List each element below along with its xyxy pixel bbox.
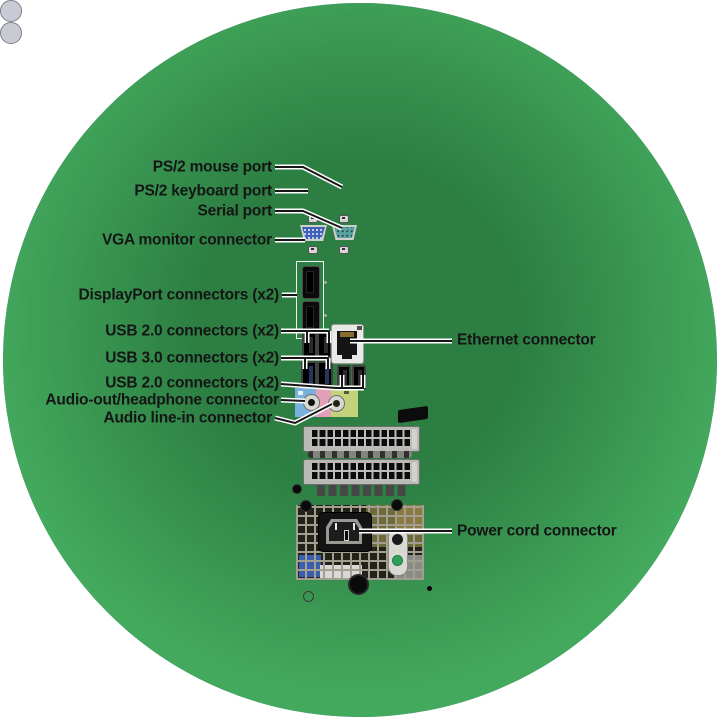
usb2-port <box>302 332 317 358</box>
serial-port <box>332 225 357 240</box>
expansion-slot-grille <box>303 426 420 452</box>
chassis-screw <box>300 500 312 512</box>
label-ps2-keyboard-port: PS/2 keyboard port <box>134 182 272 200</box>
diagnostic-indicator <box>388 528 408 576</box>
label-usb2-top: USB 2.0 connectors (x2) <box>105 322 279 340</box>
expansion-slot-grille <box>303 459 420 485</box>
label-audio-line-in: Audio line-in connector <box>103 409 273 427</box>
usb3-port <box>301 361 317 389</box>
power-cord-connector <box>318 512 372 552</box>
vga-screw-nut <box>308 246 318 254</box>
label-displayport: DisplayPort connectors (x2) <box>78 286 280 304</box>
slot-filler-strip <box>308 451 412 458</box>
label-serial-port: Serial port <box>197 202 273 220</box>
label-vga-connector: VGA monitor connector <box>101 231 272 249</box>
label-ethernet-connector: Ethernet connector <box>457 331 596 349</box>
audio-line-in-jack <box>328 395 345 412</box>
vga-port <box>300 225 327 241</box>
usb2-port <box>352 365 366 390</box>
power-led-green <box>392 555 403 566</box>
serial-screw-nut <box>339 246 349 254</box>
chassis-screw <box>292 484 302 494</box>
displayport-port <box>302 301 320 334</box>
displayport-port <box>302 266 320 299</box>
usb3-port <box>317 361 333 389</box>
serial-screw-nut <box>339 215 349 223</box>
chassis-hole <box>303 591 314 602</box>
displayport-screw-dot <box>324 314 327 317</box>
headphone-icon <box>298 391 303 395</box>
label-power-cord-connector: Power cord connector <box>457 522 617 540</box>
audio-out-jack <box>303 394 320 411</box>
label-audio-out: Audio-out/headphone connector <box>45 391 279 409</box>
diagnostic-button <box>392 534 403 545</box>
label-usb2-bottom: USB 2.0 connectors (x2) <box>105 374 279 392</box>
label-ps2-mouse-port: PS/2 mouse port <box>152 158 273 176</box>
usb2-port <box>337 365 351 390</box>
lower-vent-strip <box>317 485 408 496</box>
line-in-icon <box>344 391 349 394</box>
ethernet-port <box>331 324 364 364</box>
chassis-dot <box>427 586 432 591</box>
vga-screw-nut <box>308 215 318 223</box>
network-icon <box>357 326 362 330</box>
displayport-screw-dot <box>324 281 327 284</box>
psu-screw <box>348 574 369 595</box>
chassis-screw <box>391 499 403 511</box>
label-usb3: USB 3.0 connectors (x2) <box>105 349 279 367</box>
usb2-port <box>317 332 332 358</box>
ps2-mouse-port <box>0 3 717 717</box>
